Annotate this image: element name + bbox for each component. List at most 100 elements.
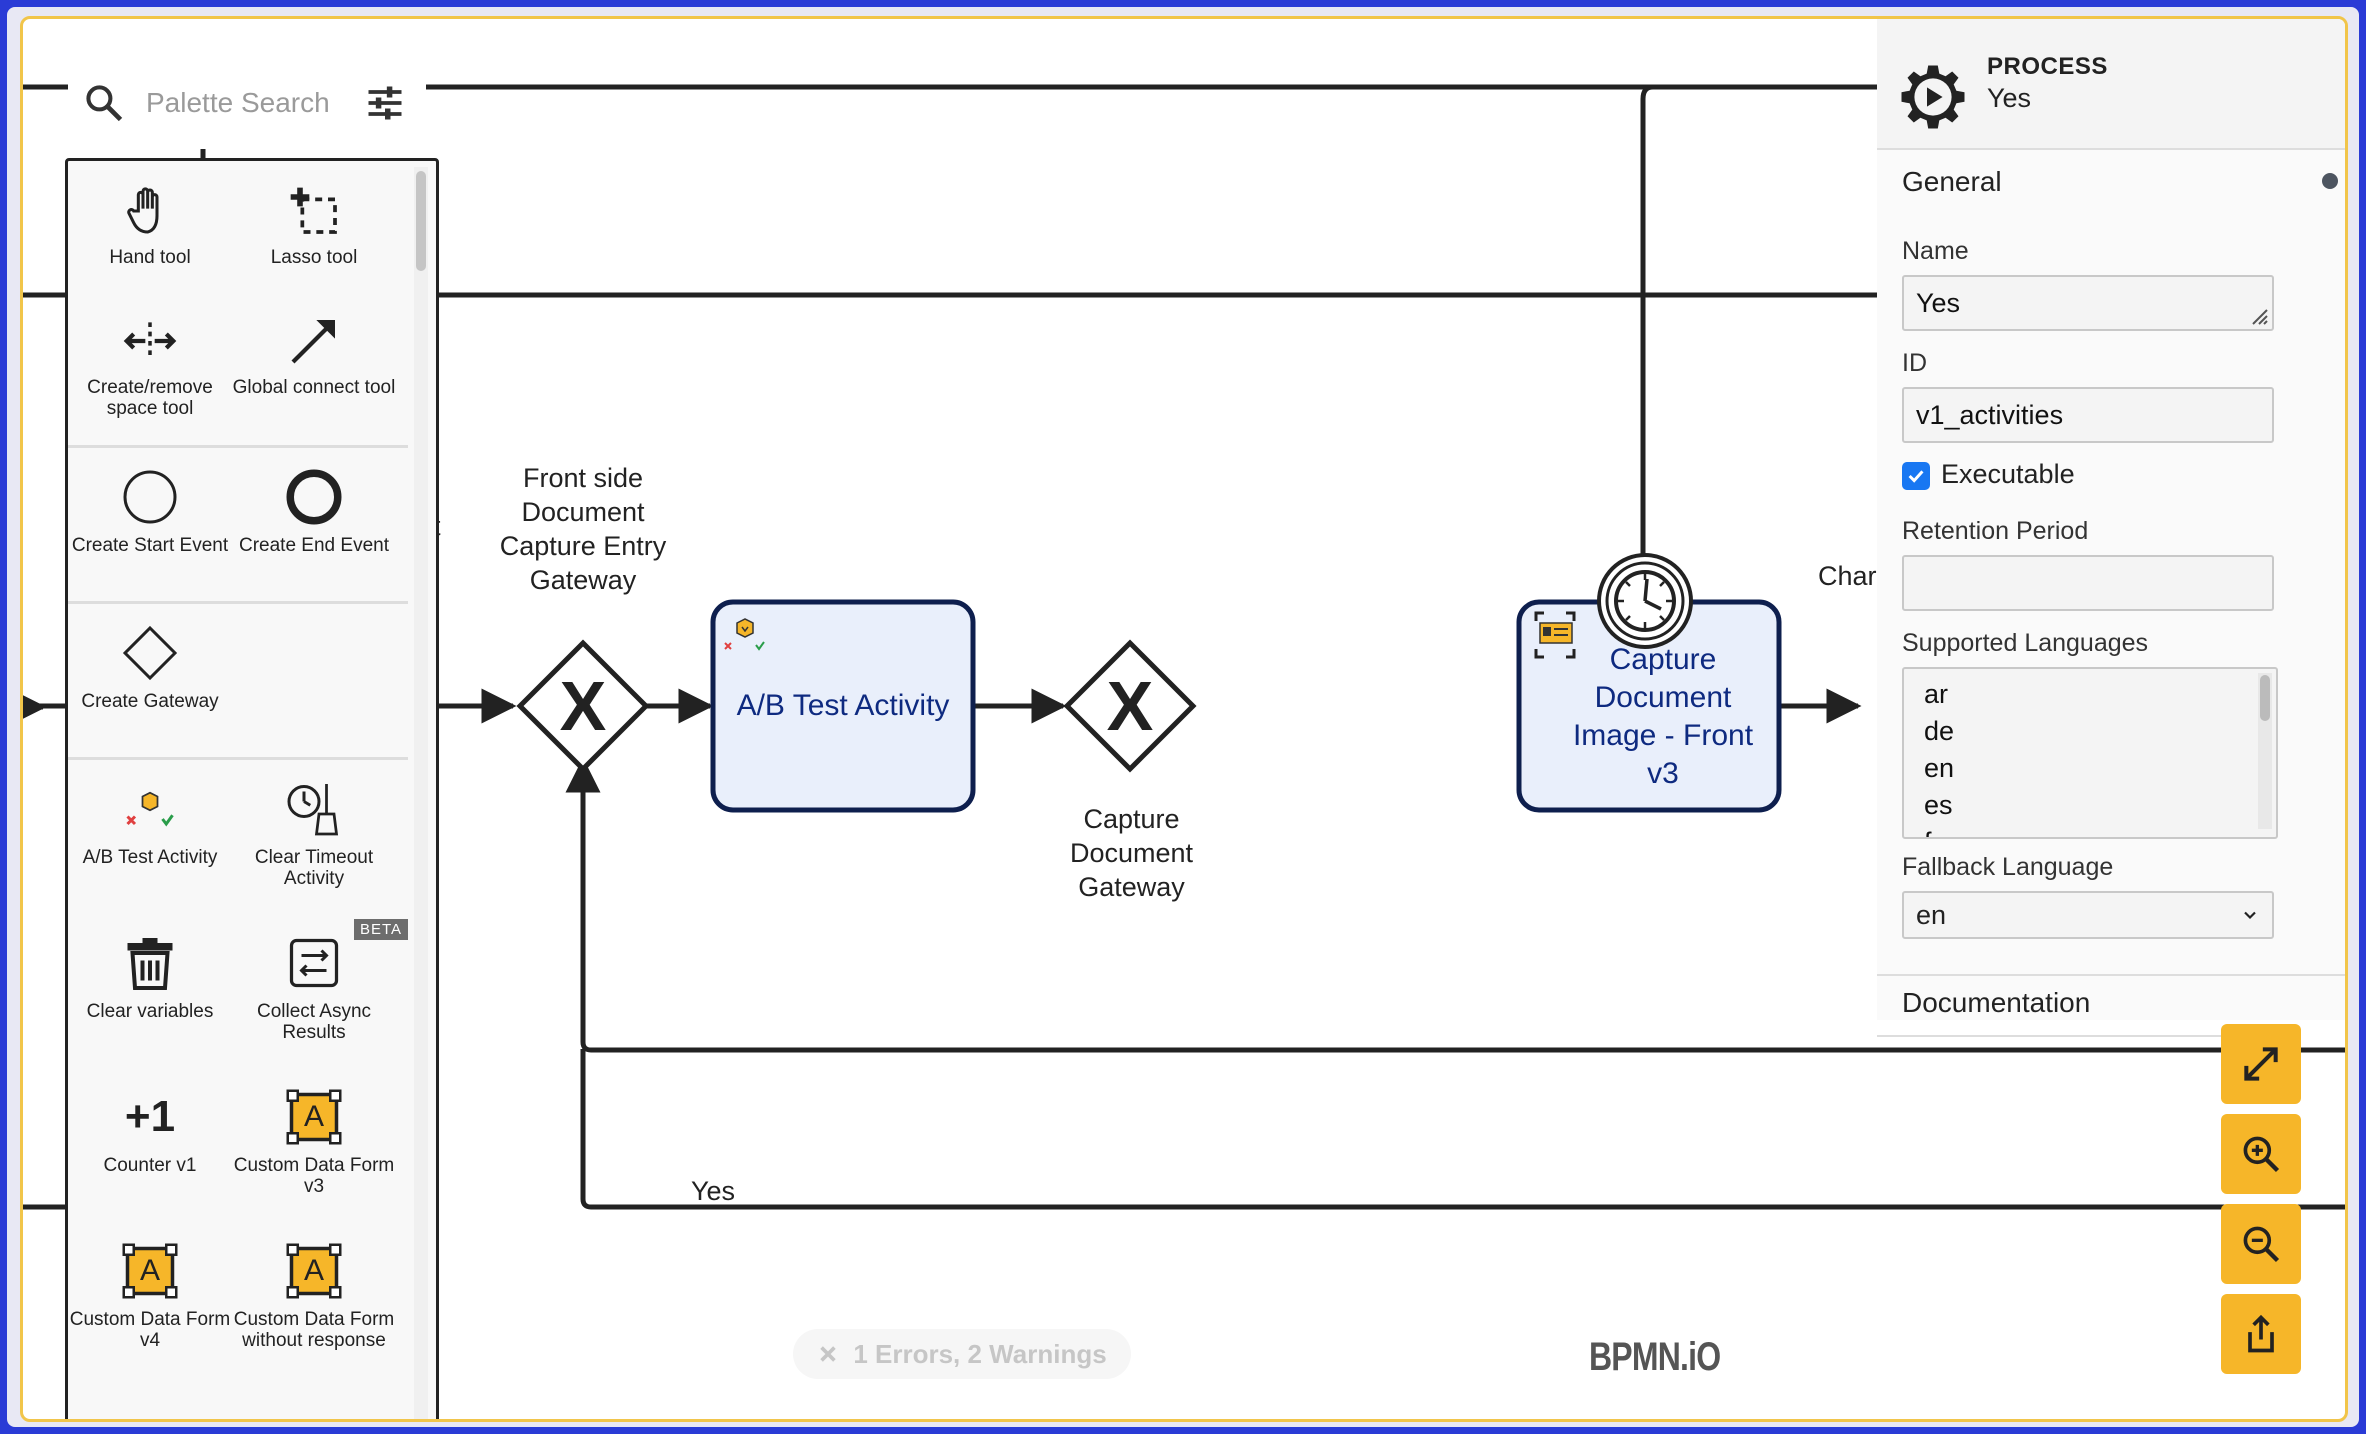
- fallback-language-label: Fallback Language: [1902, 853, 2114, 881]
- zoom-out-button[interactable]: [2221, 1204, 2301, 1284]
- zoom-in-icon: [2243, 1136, 2280, 1173]
- gateway1-x-glyph: X: [559, 667, 607, 745]
- task1-label: A/B Test Activity: [736, 689, 950, 722]
- palette-lasso-tool[interactable]: Lasso tool: [232, 183, 396, 268]
- id-label: ID: [1902, 349, 1927, 377]
- flow-label-yes[interactable]: Yes: [691, 1176, 736, 1206]
- id-card-icon: [1534, 611, 1576, 659]
- fit-viewport-button[interactable]: [2221, 1024, 2301, 1104]
- gateway1-label[interactable]: Front side Document Capture Entry Gatewa…: [499, 463, 667, 595]
- filter-sliders-icon[interactable]: [363, 81, 407, 125]
- group-general-indicator: [2322, 173, 2338, 189]
- collect-async-icon: [289, 938, 339, 988]
- palette-separator: [68, 445, 408, 448]
- executable-label[interactable]: Executable: [1941, 459, 2075, 489]
- palette-separator: [68, 757, 408, 760]
- task-ab-test-activity[interactable]: [710, 599, 976, 813]
- palette-clear-variables[interactable]: Clear variables: [68, 933, 232, 1022]
- task2-label: Capture Document Image - Front v3: [1572, 643, 1754, 790]
- palette-search-input[interactable]: [144, 86, 333, 120]
- supported-languages-list[interactable]: ar de en es f: [1902, 667, 2278, 839]
- properties-header: PROCESS Yes: [1877, 19, 2345, 150]
- export-button[interactable]: [2221, 1294, 2301, 1374]
- bpmn-io-logo[interactable]: BPMN.iO: [1589, 1335, 1721, 1379]
- exclusive-gateway-2[interactable]: [1063, 639, 1197, 773]
- languages-scrollbar[interactable]: [2258, 673, 2272, 829]
- gateway-icon: [122, 625, 178, 681]
- search-icon: [86, 85, 123, 122]
- beta-badge: BETA: [354, 919, 409, 940]
- retention-period-input[interactable]: [1902, 555, 2274, 611]
- supported-languages-label: Supported Languages: [1902, 629, 2149, 657]
- language-option[interactable]: ar: [1924, 679, 1949, 709]
- language-option[interactable]: es: [1924, 790, 1953, 820]
- timer-boundary-event-icon[interactable]: [1597, 553, 1693, 649]
- palette-counter-v1[interactable]: +1 Counter v1: [68, 1087, 232, 1176]
- gateway2-label[interactable]: Capture Document Gateway: [1069, 804, 1194, 902]
- name-textarea[interactable]: Yes: [1902, 275, 2274, 331]
- validation-status-text: 1 Errors, 2 Warnings: [853, 1338, 1107, 1369]
- element-type: PROCESS: [1987, 53, 2108, 80]
- executable-checkbox[interactable]: [1902, 462, 1930, 490]
- checkmark-icon: [1908, 470, 1924, 483]
- properties-panel: PROCESS Yes General Name Yes ID v1_activ…: [1877, 19, 2345, 1419]
- retention-period-label: Retention Period: [1902, 517, 2089, 545]
- ab-test-icon: [724, 618, 765, 651]
- custom-form-icon: A: [284, 1241, 344, 1301]
- counter-icon: +1: [124, 1092, 176, 1141]
- palette-space-tool[interactable]: Create/remove space tool: [68, 313, 232, 419]
- end-event-icon: [286, 469, 342, 525]
- palette-custom-data-form-v3[interactable]: A Custom Data Form v3: [232, 1087, 396, 1197]
- group-documentation-header[interactable]: Documentation: [1902, 987, 2091, 1018]
- divider: [1877, 974, 2345, 976]
- palette-panel: Hand tool Lasso tool Create/remove space…: [65, 158, 439, 1419]
- element-name: Yes: [1987, 83, 2032, 113]
- clear-timeout-icon: [287, 784, 339, 836]
- bpmn-canvas[interactable]: X X Front side Document Capture Entry Ga…: [20, 16, 2348, 1422]
- ab-test-icon: [126, 791, 174, 827]
- sequence-flow-loop-back-1[interactable]: [565, 757, 2345, 1053]
- palette-separator: [68, 601, 408, 604]
- palette-collect-async-results[interactable]: Collect Async Results: [232, 933, 396, 1043]
- palette-clear-timeout-activity[interactable]: Clear Timeout Activity: [232, 779, 396, 889]
- chevron-down-icon: [2244, 911, 2256, 920]
- custom-form-icon: A: [284, 1087, 344, 1147]
- exclusive-gateway-1[interactable]: [516, 639, 650, 773]
- hand-icon: [127, 187, 159, 234]
- space-tool-icon: [123, 322, 177, 360]
- palette-search-bar: [68, 57, 426, 149]
- id-input[interactable]: v1_activities: [1902, 387, 2274, 443]
- divider: [1877, 1035, 2287, 1037]
- palette-create-end-event[interactable]: Create End Event: [232, 467, 396, 556]
- resize-grip-icon[interactable]: [2247, 304, 2269, 326]
- trash-icon: [127, 938, 173, 990]
- validation-status[interactable]: 1 Errors, 2 Warnings: [793, 1329, 1131, 1379]
- language-option[interactable]: de: [1924, 716, 1955, 746]
- group-general-header[interactable]: General: [1902, 166, 2002, 197]
- palette-custom-data-form-no-response[interactable]: A Custom Data Form without response: [232, 1241, 396, 1351]
- palette-ab-test-activity[interactable]: A/B Test Activity: [68, 779, 232, 868]
- gateway2-x-glyph: X: [1106, 667, 1154, 745]
- palette-global-connect-tool[interactable]: Global connect tool: [232, 313, 396, 398]
- zoom-in-button[interactable]: [2221, 1114, 2301, 1194]
- connect-arrow-icon: [291, 320, 335, 364]
- palette-create-start-event[interactable]: Create Start Event: [68, 467, 232, 556]
- zoom-out-icon: [2243, 1226, 2280, 1263]
- process-gear-icon: [1901, 65, 1965, 129]
- palette-hand-tool[interactable]: Hand tool: [68, 183, 232, 268]
- error-x-icon: [820, 1346, 837, 1362]
- language-option[interactable]: en: [1924, 753, 1955, 783]
- start-event-icon: [123, 470, 177, 524]
- share-upload-icon: [2248, 1314, 2274, 1353]
- palette-custom-data-form-v4[interactable]: A Custom Data Form v4: [68, 1241, 232, 1351]
- palette-create-gateway[interactable]: Create Gateway: [68, 623, 232, 712]
- partial-label-right[interactable]: Char: [1818, 561, 1877, 591]
- lasso-icon: [290, 187, 337, 234]
- fallback-language-select[interactable]: en: [1902, 891, 2274, 939]
- language-option[interactable]: f: [1924, 827, 1932, 837]
- sequence-flow-to-timer[interactable]: [1640, 84, 1903, 579]
- sequence-flow-loop-back-yes[interactable]: [580, 1049, 2345, 1210]
- name-label: Name: [1902, 237, 1969, 265]
- palette-scrollbar[interactable]: [414, 167, 428, 1419]
